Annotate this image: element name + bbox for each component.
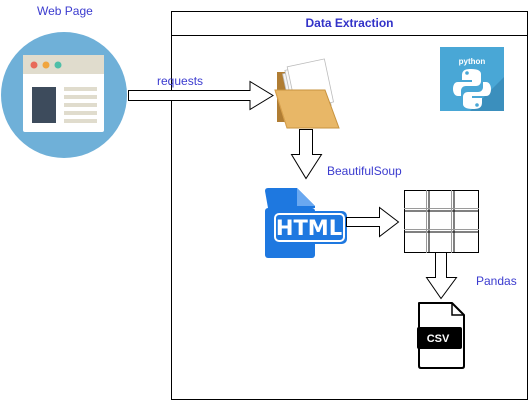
requests-arrow bbox=[128, 80, 274, 111]
csv-text: CSV bbox=[427, 333, 450, 345]
html-to-table-arrow bbox=[346, 206, 400, 238]
pandas-label: Pandas bbox=[476, 274, 517, 288]
html-text: HTML bbox=[276, 216, 342, 240]
container-title: Data Extraction bbox=[172, 12, 527, 36]
requests-label: requests bbox=[157, 74, 204, 88]
table-icon bbox=[404, 190, 479, 253]
pandas-arrow bbox=[425, 252, 458, 300]
folder-icon bbox=[274, 58, 340, 129]
beautifulsoup-arrow bbox=[290, 129, 323, 180]
csv-file-icon: CSV bbox=[417, 302, 465, 369]
web-page-icon bbox=[1, 32, 127, 158]
python-logo-icon: python bbox=[440, 47, 504, 111]
web-page-label: Web Page bbox=[37, 4, 93, 18]
beautifulsoup-label: BeautifulSoup bbox=[327, 164, 402, 178]
html-file-icon: HTML bbox=[265, 188, 347, 258]
python-logo-text: python bbox=[459, 57, 486, 66]
